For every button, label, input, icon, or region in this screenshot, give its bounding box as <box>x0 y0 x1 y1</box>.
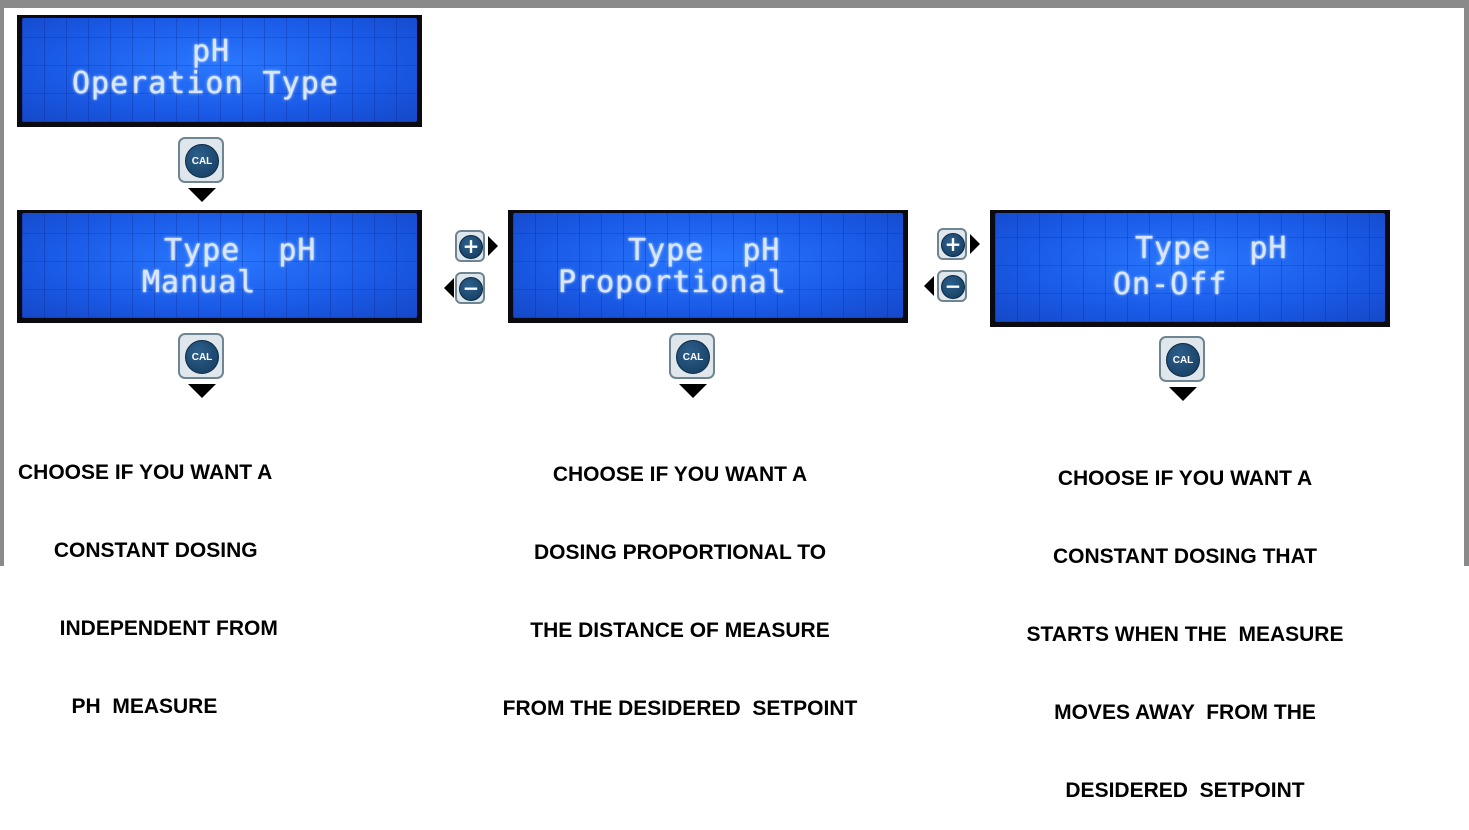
arrow-down-icon <box>188 384 216 398</box>
lcd-line-2: Operation Type <box>72 66 339 101</box>
lcd-screen: Type pH On-Off <box>995 213 1385 322</box>
cal-button-manual[interactable]: CAL <box>178 333 224 379</box>
plus-icon: + <box>941 233 965 257</box>
caption-proportional: CHOOSE IF YOU WANT A DOSING PROPORTIONAL… <box>450 410 910 748</box>
plus-icon: + <box>459 235 483 259</box>
lcd-proportional: Type pH Proportional <box>508 210 908 323</box>
cal-icon: CAL <box>676 340 710 374</box>
minus-icon: − <box>459 277 483 301</box>
minus-button-2[interactable]: − <box>937 270 967 302</box>
caption-line: DOSING PROPORTIONAL TO <box>533 541 827 564</box>
arrow-down-icon <box>1169 387 1197 401</box>
plus-button-2[interactable]: + <box>937 228 967 260</box>
minus-button-1[interactable]: − <box>455 272 485 304</box>
caption-on-off: CHOOSE IF YOU WANT A CONSTANT DOSING THA… <box>975 414 1395 830</box>
lcd-manual: Type pH Manual <box>17 210 422 323</box>
caption-line: CHOOSE IF YOU WANT A <box>552 463 808 486</box>
lcd-on-off: Type pH On-Off <box>990 210 1390 327</box>
minus-icon: − <box>941 275 965 299</box>
lcd-operation-type: pH Operation Type <box>17 15 422 127</box>
caption-line: FROM THE DESIDERED SETPOINT <box>502 697 858 720</box>
caption-line: CHOOSE IF YOU WANT A <box>18 461 273 484</box>
lcd-line-1: Type pH <box>164 233 317 268</box>
cal-icon: CAL <box>1166 343 1200 377</box>
cal-icon: CAL <box>185 144 219 178</box>
lcd-screen: pH Operation Type <box>22 18 417 122</box>
arrow-left-icon <box>444 278 454 298</box>
cal-button-proportional[interactable]: CAL <box>669 333 715 379</box>
lcd-screen: Type pH Proportional <box>513 213 903 318</box>
caption-line: CONSTANT DOSING <box>48 539 258 562</box>
caption-line: PH MEASURE <box>54 695 218 718</box>
lcd-line-2: On-Off <box>1113 267 1228 302</box>
arrow-down-icon <box>188 188 216 202</box>
caption-line: THE DISTANCE OF MEASURE <box>530 619 830 642</box>
arrow-left-icon <box>924 276 934 296</box>
cal-button-top[interactable]: CAL <box>178 137 224 183</box>
lcd-line-2: Manual <box>142 265 257 300</box>
caption-line: MOVES AWAY FROM THE <box>1054 701 1316 724</box>
cal-button-on-off[interactable]: CAL <box>1159 336 1205 382</box>
caption-line: STARTS WHEN THE MEASURE <box>1026 623 1344 646</box>
plus-button-1[interactable]: + <box>455 230 485 262</box>
lcd-line-1: Type pH <box>628 233 781 268</box>
caption-line: INDEPENDENT FROM <box>48 617 278 640</box>
lcd-line-1: pH <box>192 34 231 69</box>
arrow-right-icon <box>488 236 498 256</box>
caption-manual: CHOOSE IF YOU WANT A CONSTANT DOSING IND… <box>18 408 278 746</box>
arrow-right-icon <box>970 234 980 254</box>
lcd-screen: Type pH Manual <box>22 213 417 318</box>
lcd-line-2: Proportional <box>558 265 787 300</box>
caption-line: CONSTANT DOSING THAT <box>1052 545 1318 568</box>
caption-line: DESIDERED SETPOINT <box>1065 779 1305 802</box>
cal-icon: CAL <box>185 340 219 374</box>
lcd-line-1: Type pH <box>1135 231 1288 266</box>
arrow-down-icon <box>679 384 707 398</box>
caption-line: CHOOSE IF YOU WANT A <box>1057 467 1313 490</box>
